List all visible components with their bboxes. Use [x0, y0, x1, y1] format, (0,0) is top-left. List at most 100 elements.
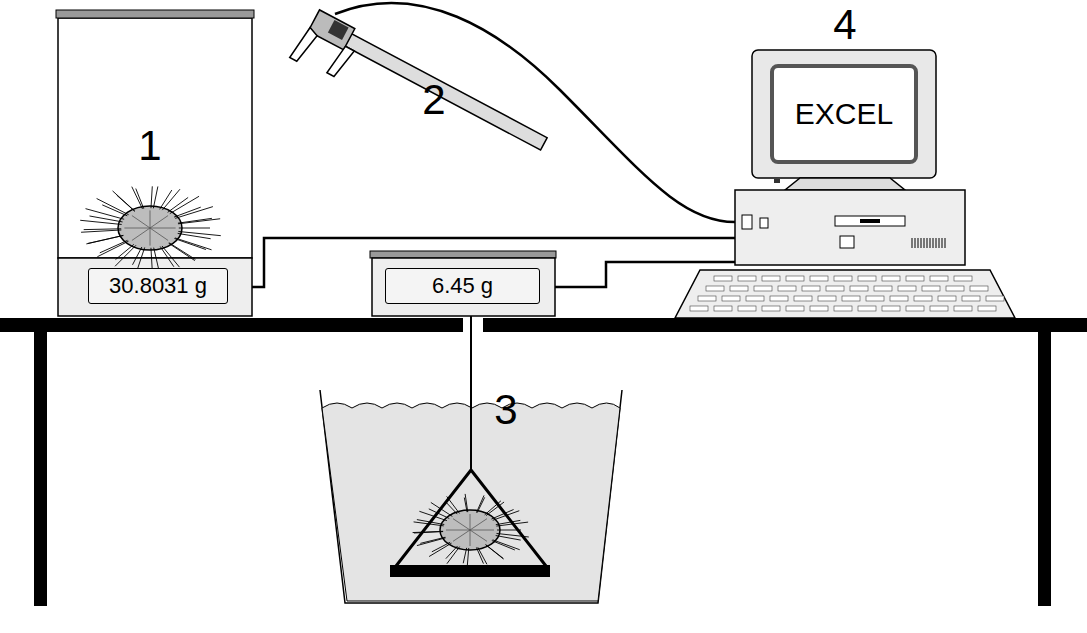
urchin-spine [493, 540, 520, 550]
urchin-line [453, 519, 470, 530]
key [826, 286, 844, 291]
balance-base [372, 258, 555, 316]
key [802, 286, 820, 291]
urchin-spine [175, 207, 213, 219]
table-top [0, 318, 463, 332]
sea-urchin [80, 186, 221, 271]
keyboard [675, 270, 1015, 318]
urchin-spine [496, 520, 521, 524]
urchin-line [470, 530, 471, 546]
urchin-spine [162, 189, 180, 210]
key [970, 286, 988, 291]
key [850, 286, 868, 291]
urchin-spine [447, 496, 460, 513]
urchin-spine [467, 548, 469, 566]
key [930, 306, 948, 311]
button [760, 218, 768, 228]
sea-urchin [413, 494, 529, 566]
caliper [290, 8, 550, 182]
urchin-spine [86, 209, 125, 220]
balance-pan [370, 251, 556, 258]
urchin-spine [493, 511, 520, 521]
urchin-line [132, 216, 150, 228]
urchin-line [124, 228, 150, 229]
key [786, 276, 804, 281]
key [746, 296, 764, 301]
urchin-spine [132, 187, 143, 209]
key [722, 296, 740, 301]
urchin-spine [169, 243, 195, 260]
key [754, 286, 772, 291]
vents [912, 238, 945, 248]
balance-cover [58, 18, 252, 258]
urchin-spine [169, 243, 195, 260]
urchin-line [150, 216, 168, 228]
display-reading: 30.8031 g [109, 273, 207, 299]
urchin-line [446, 530, 470, 531]
table-leg [1038, 332, 1051, 606]
key [898, 286, 916, 291]
urchin-spine [136, 189, 144, 209]
urchin-spine [168, 197, 189, 212]
drive-slot [835, 216, 905, 226]
urchin-line [132, 228, 150, 240]
urchin-spine [429, 543, 451, 556]
key [930, 276, 948, 281]
key [874, 286, 892, 291]
key [810, 306, 828, 311]
urchin-spine [486, 502, 504, 516]
urchin-spine [178, 231, 220, 235]
key [842, 296, 860, 301]
urchin-spine [153, 186, 158, 208]
key [890, 296, 908, 301]
balance-display: 30.8031 g [88, 268, 228, 304]
urchin-spine [174, 238, 205, 249]
balance-cap [56, 10, 254, 18]
urchin-spine [178, 218, 212, 223]
urchin-spine [486, 545, 504, 559]
urchin-spine [465, 494, 468, 512]
display-reading: 6.45 g [432, 273, 493, 299]
urchin-spine [476, 495, 484, 512]
key [938, 296, 956, 301]
vent [915, 238, 916, 248]
key [978, 306, 996, 311]
callout-number: 2 [422, 79, 445, 121]
hanging-plate [390, 565, 550, 577]
urchin-spine [160, 190, 172, 209]
key [914, 296, 932, 301]
urchin-line [150, 228, 176, 229]
key [730, 286, 748, 291]
key [858, 276, 876, 281]
key [706, 286, 724, 291]
key [762, 306, 780, 311]
urchin-spine [178, 219, 220, 224]
key [738, 276, 756, 281]
key [762, 276, 780, 281]
key [834, 306, 852, 311]
urchin-spine [431, 502, 453, 516]
callout-number: 3 [494, 389, 517, 431]
urchin-spine [174, 207, 201, 217]
monitor-stand [785, 178, 905, 190]
urchin-line [150, 210, 151, 228]
urchin-spine [420, 537, 445, 543]
key [778, 286, 796, 291]
vent [942, 238, 943, 248]
urchin-spine [151, 186, 152, 208]
vent [924, 238, 925, 248]
key [690, 306, 708, 311]
vent [939, 238, 940, 248]
urchin-spine [102, 205, 127, 216]
vent [933, 238, 934, 248]
urchin-spine [485, 501, 501, 515]
urchin-line [470, 530, 487, 541]
urchin-spine [417, 538, 446, 546]
key [698, 296, 716, 301]
urchin-spine [84, 228, 122, 230]
vent [912, 238, 913, 248]
urchin-spine [496, 536, 521, 541]
urchin-spine [447, 547, 460, 564]
key [882, 276, 900, 281]
drive-slot [840, 236, 854, 248]
